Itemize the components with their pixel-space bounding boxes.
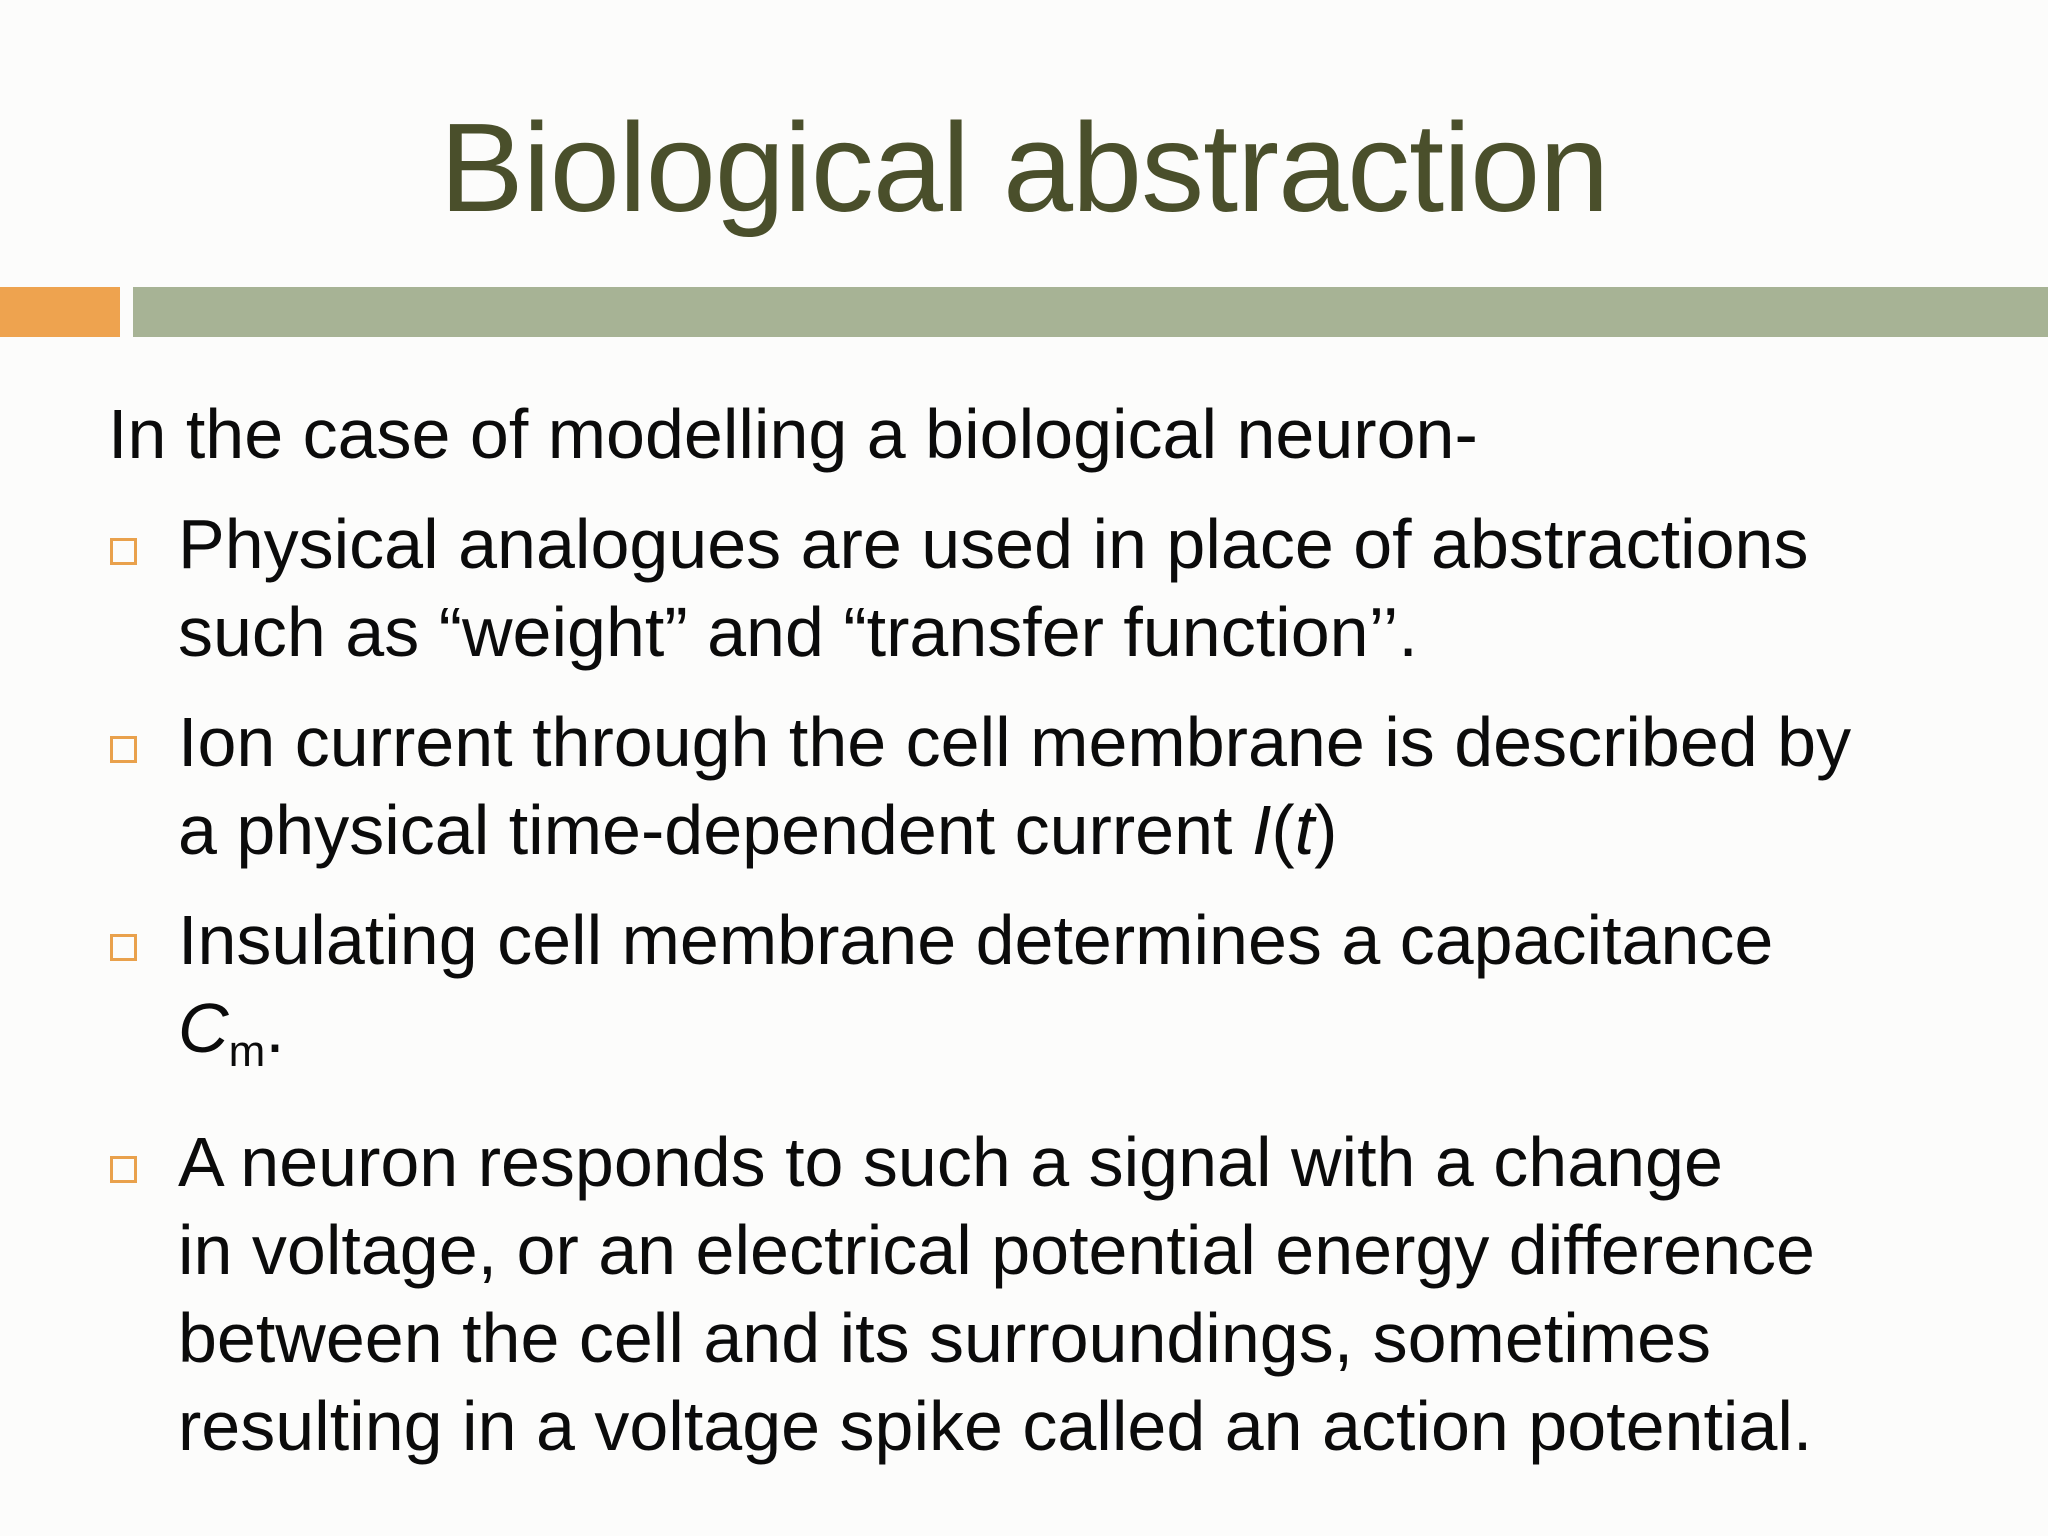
bullet-line: Physical analogues are used in place of … [178,505,1809,583]
open-paren: ( [1271,791,1295,869]
divider-bar [133,287,2048,337]
current-variable: I [1251,791,1272,869]
bullet-item-neuron-response: A neuron responds to such a signal with … [108,1118,2008,1470]
box-bullet-icon [110,538,137,565]
capacitance-subscript: m [228,1027,266,1076]
bullet-item-capacitance: Insulating cell membrane determines a ca… [108,896,2008,1096]
box-bullet-icon [110,736,137,763]
bullet-item-physical-analogues: Physical analogues are used in place of … [108,500,2008,676]
bullet-line-with-formula: a physical time-dependent current I(t) [178,786,2008,874]
bullet-list: Physical analogues are used in place of … [108,500,2008,1470]
period: . [265,989,285,1067]
intro-text: In the case of modelling a biological ne… [108,395,1478,473]
box-bullet-icon [110,1156,137,1183]
bullet-text: a physical time-dependent current [178,791,1252,869]
slide-body: In the case of modelling a biological ne… [108,390,2008,1492]
bullet-line: in voltage, or an electrical potential e… [178,1211,1815,1289]
bullet-line: such as “weight” and “transfer function’… [178,593,1418,671]
bullet-line: A neuron responds to such a signal with … [178,1123,1723,1201]
bullet-line: Ion current through the cell membrane is… [178,703,1852,781]
capacitance-variable: C [178,989,229,1067]
accent-bar [0,287,120,337]
bullet-item-ion-current: Ion current through the cell membrane is… [108,698,2008,874]
capacitance-formula: Cm. [178,984,2008,1096]
time-variable: t [1294,791,1315,869]
slide-title: Biological abstraction [439,97,1610,238]
bullet-line: between the cell and its surroundings, s… [178,1299,1712,1377]
bullet-line: resulting in a voltage spike called an a… [178,1387,1813,1465]
close-paren: ) [1314,791,1338,869]
box-bullet-icon [110,934,137,961]
bullet-line: Insulating cell membrane determines a ca… [178,901,1774,979]
